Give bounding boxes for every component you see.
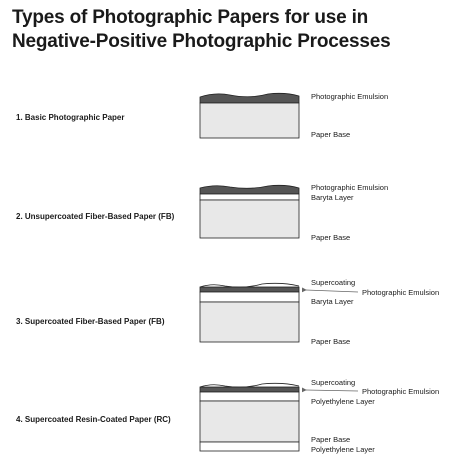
paper-4-emulsion bbox=[199, 386, 300, 393]
paper-3-emulsion-arrow bbox=[301, 287, 359, 293]
paper-3-baryta bbox=[199, 291, 300, 303]
paper-2-label: 2. Unsupercoated Fiber-Based Paper (FB) bbox=[16, 212, 175, 221]
paper-4-supercoat bbox=[199, 382, 300, 388]
p2-emulsion-annotation: Photographic Emulsion bbox=[311, 183, 389, 192]
diagram-title: Types of Photographic Papers for use in … bbox=[12, 6, 391, 54]
paper-2-emulsion bbox=[199, 184, 300, 195]
p3-emulsion-annotation: Photographic Emulsion bbox=[362, 288, 440, 297]
paper-3-emulsion bbox=[199, 286, 300, 293]
p1-emulsion-annotation: Photographic Emulsion bbox=[311, 92, 389, 101]
p2-baryta-annotation: Baryta Layer bbox=[311, 193, 354, 202]
paper-3-base bbox=[199, 301, 300, 343]
paper-3-diagram bbox=[199, 282, 359, 343]
title-line-2: Negative-Positive Photographic Processes bbox=[12, 31, 391, 52]
paper-4-polyethylene-top bbox=[199, 391, 300, 402]
p1-base-annotation: Paper Base bbox=[311, 130, 351, 139]
p3-supercoat-annotation: Supercoating bbox=[311, 278, 356, 287]
paper-1-base bbox=[199, 102, 300, 139]
paper-1-label: 1. Basic Photographic Paper bbox=[16, 113, 125, 122]
paper-4-base bbox=[199, 400, 300, 443]
p2-base-annotation: Paper Base bbox=[311, 233, 351, 242]
paper-3-label: 3. Supercoated Fiber-Based Paper (FB) bbox=[16, 317, 165, 326]
paper-4-polyethylene-bottom bbox=[199, 441, 300, 452]
paper-2-base bbox=[199, 199, 300, 239]
p4-base-annotation: Paper Base bbox=[311, 435, 351, 444]
paper-4-diagram bbox=[199, 382, 359, 452]
p4-polyethylene-bottom-annotation: Polyethylene Layer bbox=[311, 445, 375, 454]
paper-4-emulsion-arrow bbox=[301, 387, 359, 393]
paper-3-supercoat bbox=[199, 282, 300, 288]
p4-polyethylene-top-annotation: Polyethylene Layer bbox=[311, 397, 375, 406]
paper-1-diagram bbox=[199, 92, 300, 139]
paper-4-label: 4. Supercoated Resin-Coated Paper (RC) bbox=[16, 415, 171, 424]
paper-1-emulsion bbox=[199, 92, 300, 104]
p3-baryta-annotation: Baryta Layer bbox=[311, 297, 354, 306]
title-line-1: Types of Photographic Papers for use in bbox=[12, 7, 369, 28]
p3-base-annotation: Paper Base bbox=[311, 337, 351, 346]
p4-supercoat-annotation: Supercoating bbox=[311, 378, 356, 387]
paper-2-baryta bbox=[199, 193, 300, 201]
p4-emulsion-annotation: Photographic Emulsion bbox=[362, 387, 440, 396]
paper-2-diagram bbox=[199, 184, 300, 239]
